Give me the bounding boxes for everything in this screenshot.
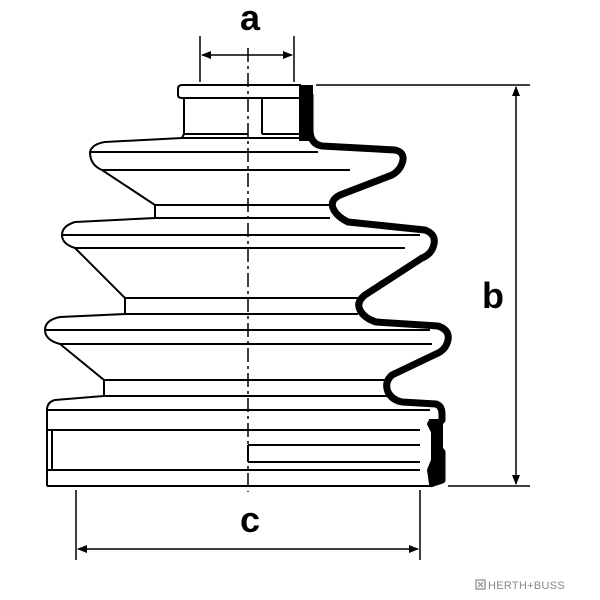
bellows-outline (43, 137, 183, 486)
bottom-clamp-seat (426, 419, 443, 486)
dimension-a-label: a (240, 0, 261, 38)
neck-collar (177, 84, 248, 99)
herth-buss-logo-icon (475, 579, 486, 590)
top-clamp-seat (299, 85, 313, 141)
dimension-c-label: c (240, 499, 260, 540)
brand-name: HERTH+BUSS (488, 580, 565, 592)
dimension-b-label: b (482, 275, 504, 316)
neck-body (180, 98, 248, 139)
dimension-a (199, 36, 295, 82)
boot-wall-section (302, 85, 452, 488)
dimension-b (316, 84, 530, 487)
dimension-c (75, 490, 421, 560)
boot-exterior-left-half (43, 84, 248, 487)
